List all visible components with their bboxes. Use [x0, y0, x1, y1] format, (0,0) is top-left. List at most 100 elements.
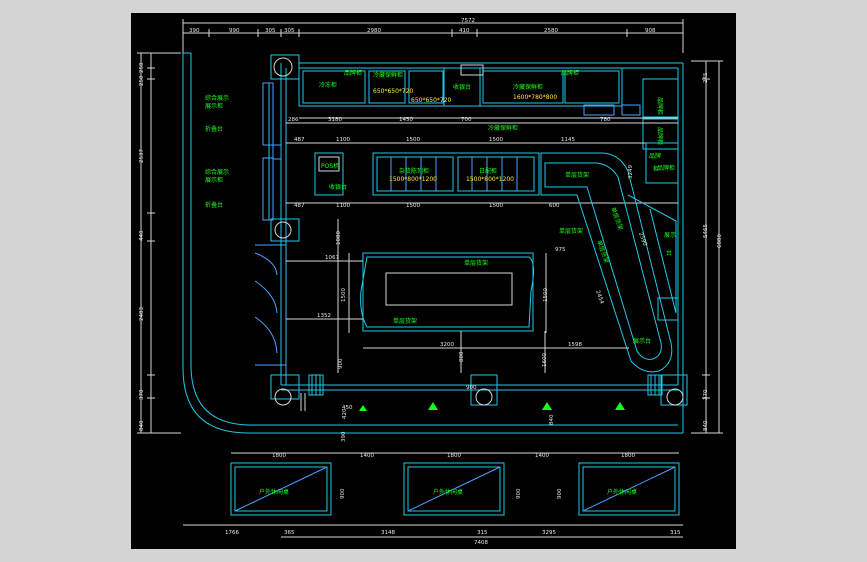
dim-mid-5: 1500 [543, 288, 549, 302]
dim-row1-3: 1450 [399, 117, 413, 123]
dim-row1-1: 286 [288, 117, 299, 123]
dim-low-4: 840 [549, 414, 555, 425]
back-wall-fixtures [298, 64, 679, 150]
dim-right-2: 5465 [703, 224, 709, 238]
label-grocery-size: 1500*800*1200 [389, 176, 437, 183]
dim-row3-5: 600 [549, 203, 560, 209]
label-right-display-3: 展示台 [633, 337, 651, 345]
label-right-shelf-1: 单层货架 [565, 171, 589, 179]
dim-mid-9: 800 [459, 351, 465, 362]
dim-mid-1: 1080 [336, 231, 342, 245]
dim-top-7: 2580 [544, 28, 558, 34]
dim-right-4: 370 [703, 389, 709, 400]
dim-top-5: 2980 [367, 28, 381, 34]
dim-btop-2: 1400 [360, 453, 374, 459]
dim-row2-1: 487 [294, 137, 305, 143]
front-planters [359, 402, 625, 411]
dim-left-4: 440 [139, 230, 145, 241]
dim-mid-7: 1598 [568, 342, 582, 348]
dim-overall-top: 7572 [461, 18, 475, 24]
dim-mid-11: 2454 [594, 290, 605, 306]
label-back-size-1: 650*650*720 [373, 88, 414, 95]
dim-bottom-1: 1766 [225, 530, 239, 536]
dim-bside-2: 900 [516, 488, 522, 499]
dim-left-3: 2537 [139, 149, 145, 163]
dim-bottom-5: 3295 [542, 530, 556, 536]
dim-left-1: 250 [139, 62, 145, 73]
label-right-display-1: 展示 [664, 232, 676, 239]
label-back-cashier: 收银台 [453, 83, 471, 91]
label-back-size-2: 650*650*720 [411, 97, 452, 104]
dim-mid-14: 1600 [542, 353, 548, 367]
dim-row2-2: 1100 [336, 137, 350, 143]
dim-mid-4: 1352 [317, 313, 331, 319]
dim-top-4: 305 [284, 28, 295, 34]
dim-btop-4: 1400 [535, 453, 549, 459]
dim-mid-3: 1500 [341, 288, 347, 302]
right-diagonal-shelves [540, 142, 679, 373]
label-back-brand-4: 品牌柜 [656, 127, 664, 145]
label-right-brand-2: 柜 [653, 165, 659, 173]
bottom-dimension-lines [183, 452, 683, 538]
dim-mid-15: 900 [466, 385, 477, 391]
dim-right-1: 245 [703, 72, 709, 83]
dim-row3-3: 1500 [406, 203, 420, 209]
label-pos: POS机 [321, 162, 339, 170]
label-right-brand-3: 品牌柜 [657, 164, 675, 172]
dim-row2-4: 1500 [489, 137, 503, 143]
dim-low-3: 390 [341, 431, 347, 442]
dim-row2-3: 1500 [406, 137, 420, 143]
label-cash-counter: 收银台 [329, 183, 347, 191]
label-island-1: 单层货架 [464, 259, 488, 267]
label-back-brand-1: 品牌柜 [344, 69, 362, 77]
dim-left-5: 2483 [139, 307, 145, 321]
dim-btop-1: 1800 [272, 453, 286, 459]
dim-bside-1: 900 [340, 488, 346, 499]
label-outdoor-table-2: 户外休闲桌 [433, 488, 463, 496]
building-outline [182, 52, 684, 434]
label-left-display-3: 综合展示 [205, 168, 229, 176]
left-dimension-lines [137, 52, 181, 434]
label-back-cold-3: 冷藏保鲜柜 [488, 124, 518, 132]
label-back-freezer: 冷冻柜 [319, 81, 337, 89]
dim-mid-6: 3200 [440, 342, 454, 348]
label-daily-size: 1500*800*1200 [466, 176, 514, 183]
dim-mid-12: 2590 [637, 232, 648, 248]
label-left-display-4: 展示柜 [205, 176, 223, 184]
label-right-shelf-4: 单层货架 [559, 227, 583, 235]
top-dimension-lines [182, 19, 684, 53]
label-island-2: 单层货架 [393, 317, 417, 325]
label-back-brand-2: 品牌柜 [561, 69, 579, 77]
middle-counters [314, 152, 540, 196]
cad-viewport[interactable]: 390 990 305 305 2980 410 2580 908 7572 2… [131, 13, 736, 549]
dim-bside-3: 900 [557, 488, 563, 499]
dim-row3-1: 487 [294, 203, 305, 209]
dim-overall-bottom: 7408 [474, 540, 488, 546]
dim-row1-2: 3180 [328, 117, 342, 123]
left-wall-displays [262, 82, 282, 221]
dim-mid-10: 975 [555, 247, 566, 253]
label-left-fold-1: 折叠台 [205, 125, 223, 133]
dim-bottom-3: 3148 [381, 530, 395, 536]
label-grocery-counter: 杂货陈列柜 [399, 167, 429, 175]
middle-dimension-lines [286, 219, 629, 373]
floor-plan: 390 990 305 305 2980 410 2580 908 7572 2… [137, 18, 723, 546]
right-dimension-lines [691, 60, 723, 434]
outdoor-tables [230, 462, 680, 516]
dim-bottom-2: 365 [284, 530, 295, 536]
dim-left-2: 250 [139, 75, 145, 86]
dim-top-1: 390 [189, 28, 200, 34]
dim-low-1: 420 [342, 408, 348, 419]
label-outdoor-table-3: 户外休闲桌 [607, 488, 637, 496]
dim-row1-5: 780 [600, 117, 611, 123]
dim-row1-4: 700 [461, 117, 472, 123]
dim-row3-4: 1500 [489, 203, 503, 209]
dim-mid-13: 3249 [628, 165, 634, 179]
dim-top-3: 305 [265, 28, 276, 34]
dim-right-3: 6880 [717, 234, 723, 248]
dim-top-2: 990 [229, 28, 240, 34]
dim-bottom-4: 315 [477, 530, 488, 536]
label-right-shelf-2: 单层货架 [595, 239, 611, 264]
dim-btop-3: 1800 [447, 453, 461, 459]
dim-top-8: 908 [645, 28, 656, 34]
